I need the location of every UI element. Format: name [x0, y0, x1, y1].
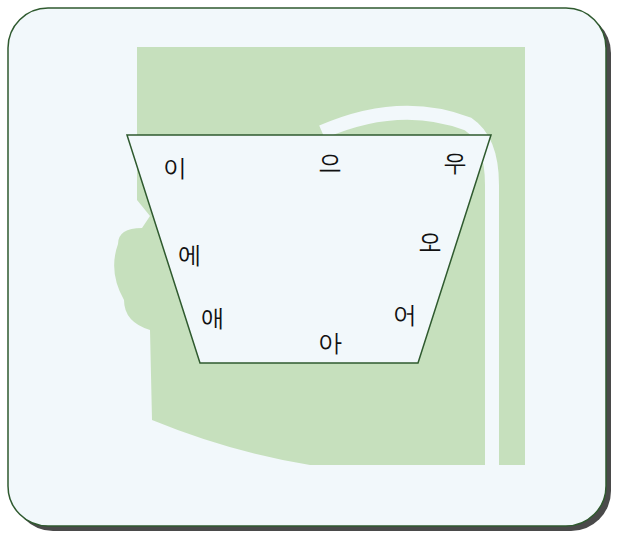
vowel-label: 으 [318, 151, 342, 175]
vowel-trapezoid [127, 135, 491, 363]
vowel-label: 오 [418, 230, 442, 254]
head-silhouette [114, 47, 525, 465]
vowel-label: 이 [163, 156, 187, 180]
vowel-label: 에 [178, 243, 202, 267]
vowel-label: 아 [318, 331, 342, 355]
panel [8, 8, 606, 526]
vowel-label: 우 [443, 151, 467, 175]
vowel-label: 애 [201, 306, 225, 330]
vowel-label: 어 [393, 303, 417, 327]
